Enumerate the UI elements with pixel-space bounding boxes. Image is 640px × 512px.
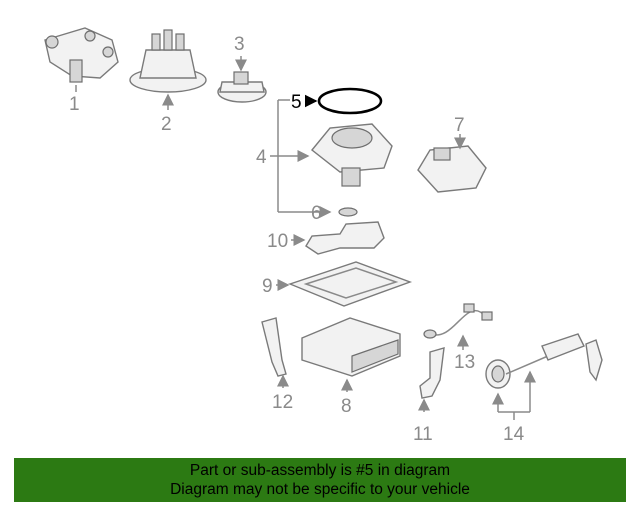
- callout-2[interactable]: 2: [161, 114, 172, 135]
- part-12-side-bracket[interactable]: [261, 317, 289, 388]
- callout-13[interactable]: 13: [454, 352, 475, 373]
- part-14-ignition-lock[interactable]: [485, 333, 603, 420]
- part-10-bracket[interactable]: [291, 221, 385, 255]
- part-11-small-bracket[interactable]: [418, 347, 445, 412]
- part-9-cover-plate[interactable]: [276, 261, 413, 307]
- callout-1[interactable]: 1: [69, 94, 80, 115]
- part-5-o-ring[interactable]: [304, 87, 383, 115]
- part-6-washer[interactable]: [338, 207, 358, 217]
- callout-10[interactable]: 10: [267, 231, 288, 252]
- callout-8[interactable]: 8: [341, 396, 352, 417]
- parts-diagram: 1 2 3 5 4 6 7: [44, 27, 603, 445]
- callout-3[interactable]: 3: [234, 34, 245, 55]
- callout-7[interactable]: 7: [454, 115, 465, 136]
- callout-4[interactable]: 4: [256, 147, 267, 168]
- callout-9[interactable]: 9: [262, 276, 273, 297]
- callout-12[interactable]: 12: [272, 392, 293, 413]
- notice-banner: Part or sub-assembly is #5 in diagram Di…: [14, 458, 626, 502]
- part-4-housing[interactable]: [270, 99, 393, 218]
- callout-6[interactable]: 6: [311, 203, 322, 224]
- banner-line-2: Diagram may not be specific to your vehi…: [170, 481, 470, 498]
- banner-line-1: Part or sub-assembly is #5 in diagram: [189, 462, 451, 479]
- part-1-distributor[interactable]: [44, 27, 119, 92]
- part-8-ecu-module[interactable]: [301, 317, 401, 392]
- part-2-distributor-cap[interactable]: [129, 29, 207, 110]
- callout-5[interactable]: 5: [291, 92, 302, 113]
- callout-11[interactable]: 11: [413, 424, 433, 445]
- part-7-igniter[interactable]: [417, 134, 487, 193]
- callout-14[interactable]: 14: [503, 424, 525, 445]
- part-13-sensor[interactable]: [423, 303, 493, 350]
- part-3-rotor[interactable]: [217, 56, 267, 103]
